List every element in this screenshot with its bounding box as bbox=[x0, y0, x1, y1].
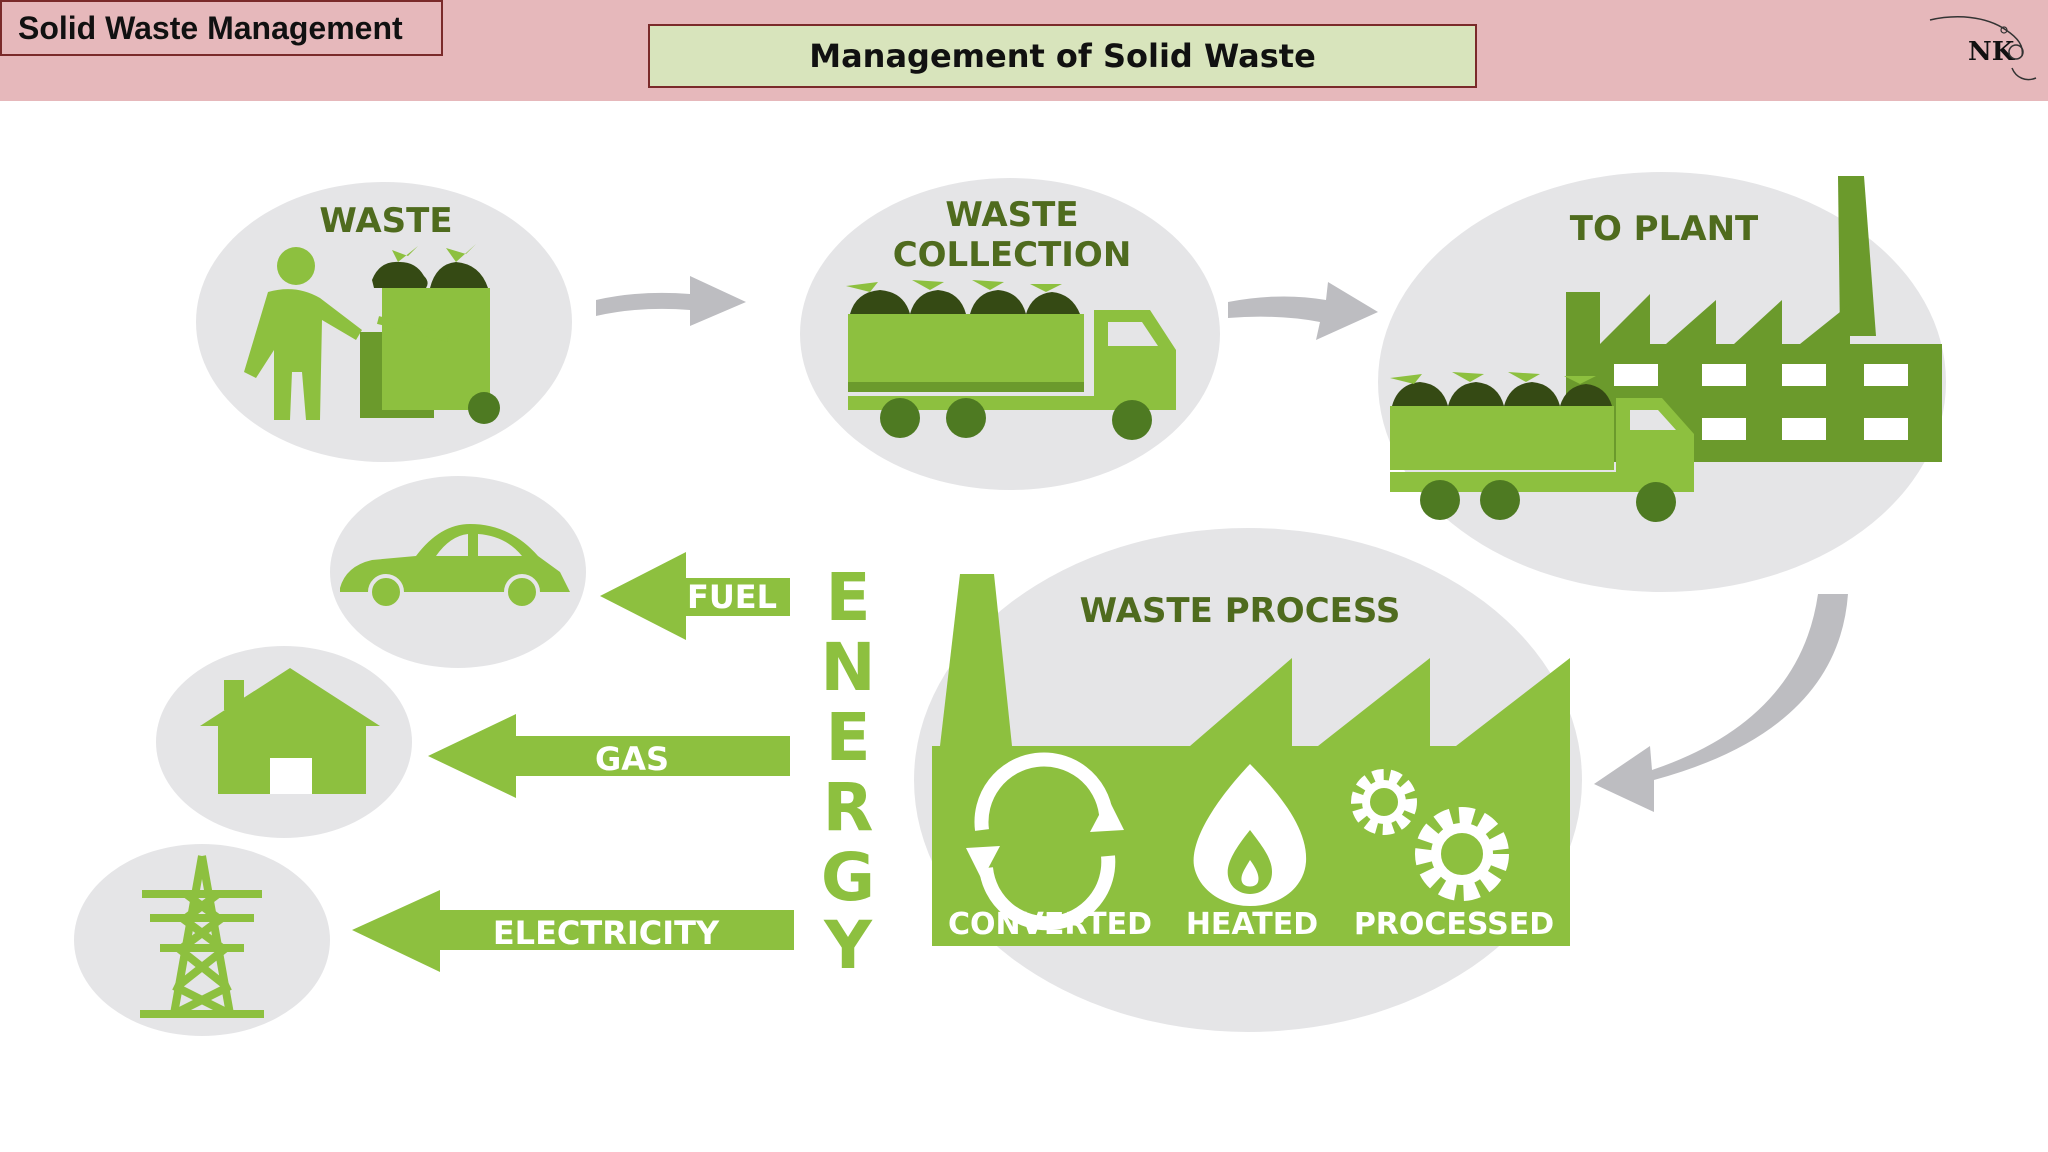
energy-letter-n: N bbox=[820, 629, 875, 706]
energy-letter-e1: E bbox=[825, 559, 870, 636]
flow-arrow-3 bbox=[1594, 594, 1848, 812]
slide-title: Solid Waste Management bbox=[0, 0, 443, 56]
gears-icon bbox=[1351, 769, 1509, 901]
recycle-arrowhead-1 bbox=[1090, 798, 1124, 832]
house-icon bbox=[200, 668, 380, 794]
stage-waste-collection: WASTE COLLECTION bbox=[800, 178, 1220, 490]
recycle-arrowhead-2 bbox=[966, 846, 1000, 880]
energy-letter-r: R bbox=[823, 769, 874, 846]
flame-icon bbox=[1193, 764, 1307, 906]
step-heated: HEATED bbox=[1186, 907, 1318, 942]
electricity-label: ELECTRICITY bbox=[493, 914, 720, 952]
recycle-arrows-icon bbox=[974, 752, 1116, 931]
stage-waste-process: WASTE PROCESS CONVERTED HEATED PROCESSED bbox=[914, 528, 1582, 1032]
plant-truck-icon bbox=[1390, 372, 1694, 522]
car-output bbox=[330, 476, 586, 668]
nk-logo-icon: NK bbox=[1929, 16, 2037, 81]
stage-waste: WASTE bbox=[196, 182, 572, 462]
garbage-truck-icon bbox=[846, 280, 1176, 440]
factory-icon bbox=[1566, 176, 1942, 462]
energy-letter-g: G bbox=[821, 839, 875, 916]
section-title: Management of Solid Waste bbox=[648, 24, 1477, 88]
step-converted: CONVERTED bbox=[948, 907, 1152, 942]
stage-to-plant: TO PLANT bbox=[1378, 172, 1946, 592]
collection-label-1: WASTE bbox=[945, 195, 1078, 235]
power-output bbox=[74, 844, 330, 1036]
collection-label-2: COLLECTION bbox=[893, 235, 1132, 275]
energy-letter-y: Y bbox=[823, 907, 873, 984]
car-icon bbox=[340, 524, 570, 610]
fuel-label: FUEL bbox=[687, 578, 777, 616]
flow-arrow-1 bbox=[596, 276, 746, 326]
house-output bbox=[156, 646, 412, 838]
gas-label: GAS bbox=[595, 740, 669, 778]
flow-arrow-2 bbox=[1228, 282, 1378, 340]
waste-label: WASTE bbox=[319, 201, 452, 241]
electricity-arrow: ELECTRICITY bbox=[352, 890, 794, 972]
plant-label: TO PLANT bbox=[1570, 209, 1759, 249]
logo-letters: NK bbox=[1968, 37, 2016, 67]
fuel-arrow: FUEL bbox=[600, 552, 790, 640]
step-processed: PROCESSED bbox=[1354, 907, 1554, 942]
energy-vertical-label: E N E R G Y bbox=[820, 559, 875, 984]
process-label: WASTE PROCESS bbox=[1080, 591, 1401, 631]
person-throwing-trash-icon bbox=[244, 244, 500, 424]
power-circle bbox=[74, 844, 330, 1036]
gas-arrow: GAS bbox=[428, 714, 790, 798]
transmission-tower-icon bbox=[140, 855, 264, 1018]
energy-letter-e2: E bbox=[825, 699, 870, 776]
